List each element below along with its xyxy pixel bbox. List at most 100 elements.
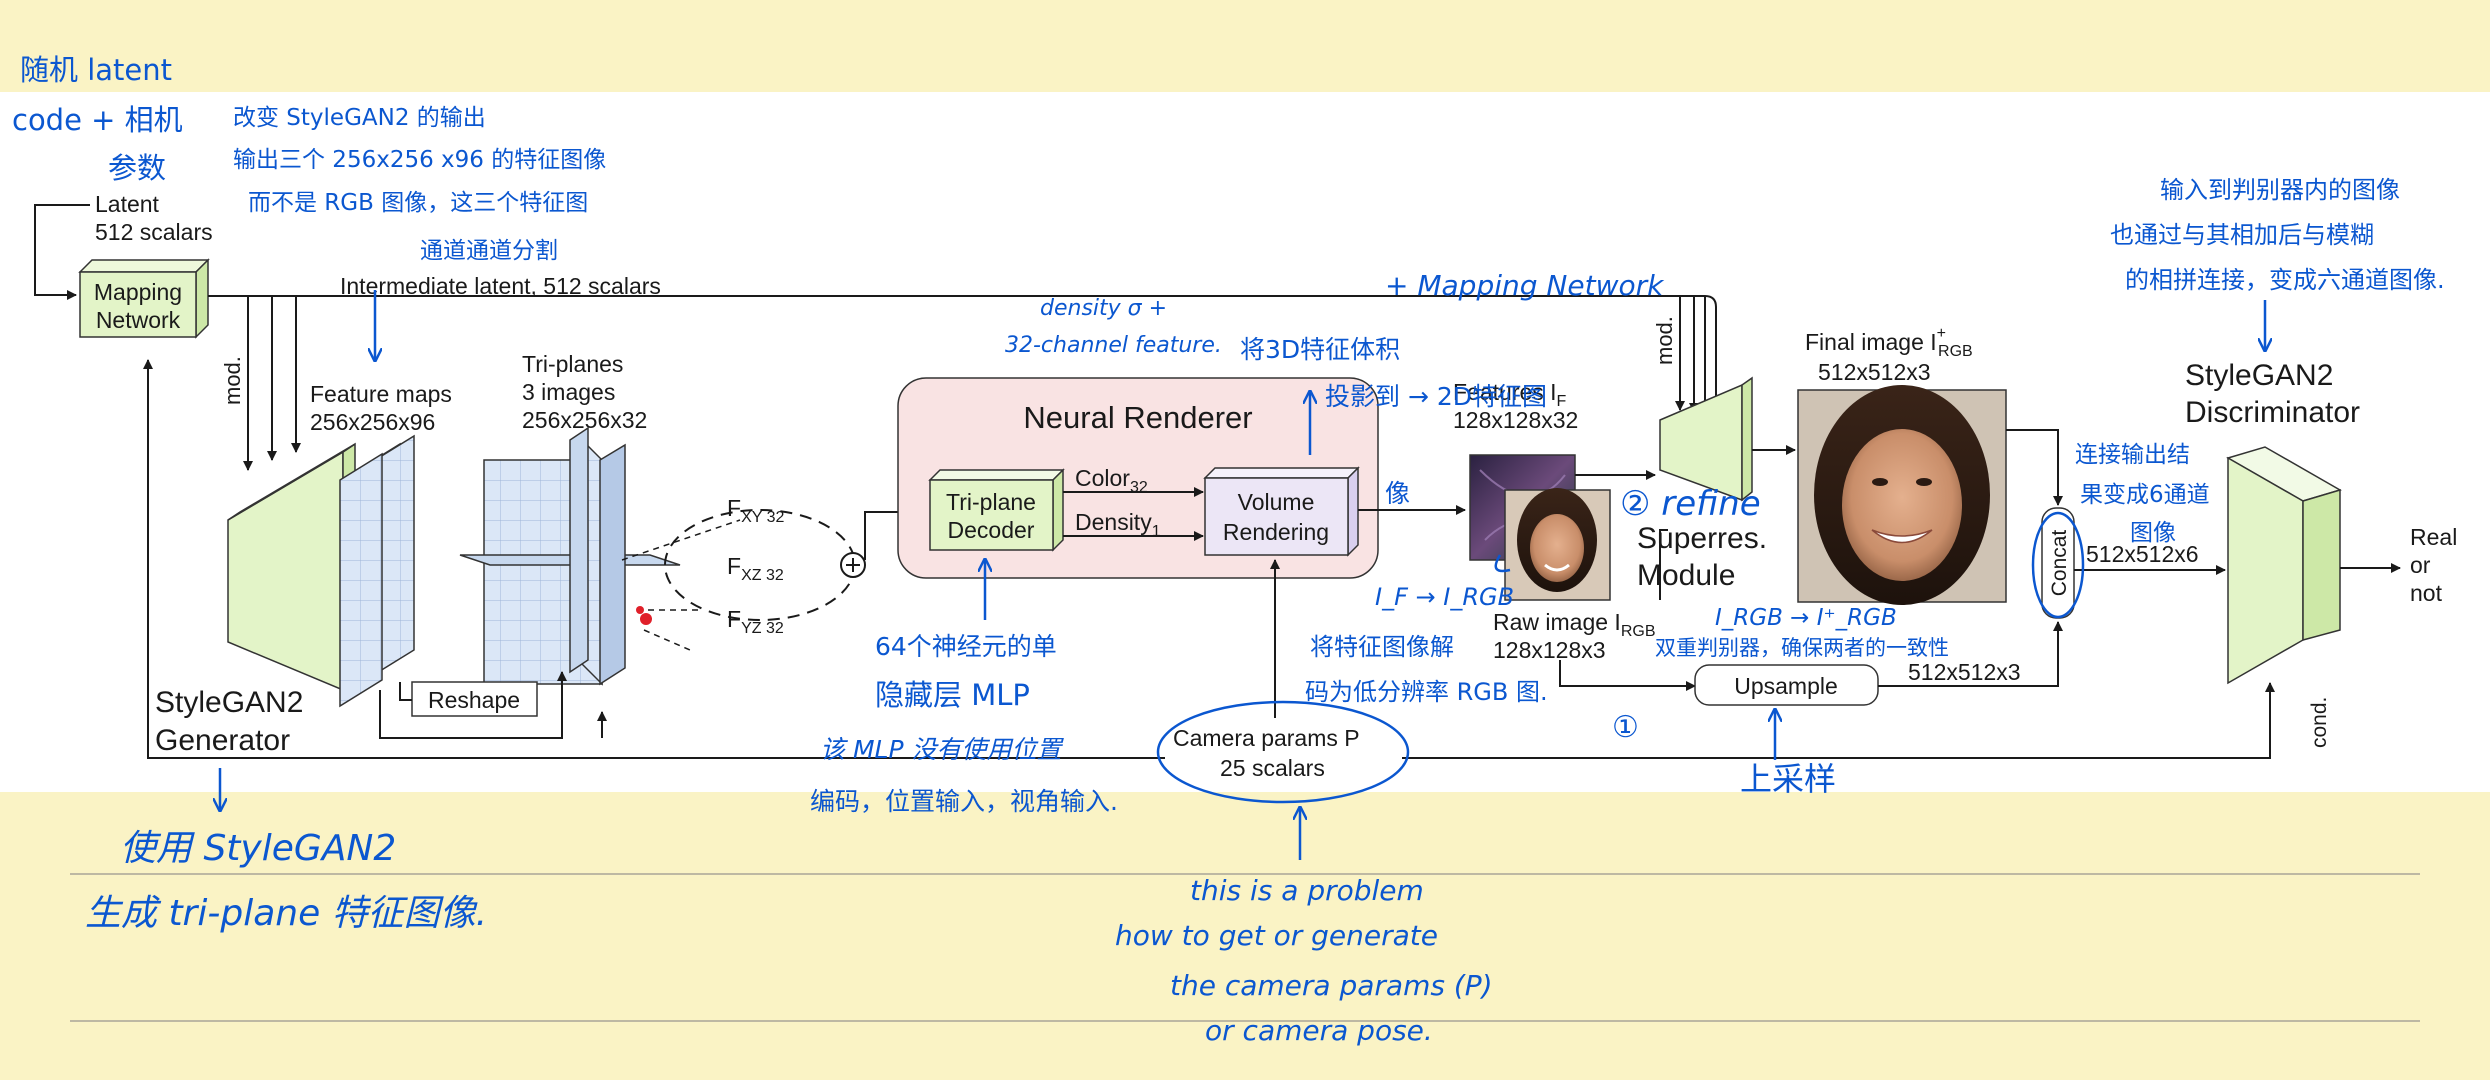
feature-maps: Feature maps 256x256x96 [310, 381, 452, 708]
concat-label: Concat [2048, 530, 2071, 597]
camera-size: 25 scalars [1220, 755, 1325, 781]
volume-rendering [1204, 477, 1349, 556]
note-concat-3: 图像 [2130, 520, 2176, 546]
ruled-line [70, 1020, 2420, 1022]
note-refine: ② refine [1620, 484, 1761, 524]
note-circle-one: ① [1612, 710, 1639, 745]
note-disc-3: 的相拼连接，变成六通道图像. [2125, 266, 2445, 294]
mod-label: mod. [220, 356, 245, 405]
note-mlp-3: 该 MLP 没有使用位置 [820, 735, 1064, 764]
note-latent-1: 随机 latent [20, 53, 172, 87]
decoder-label-2: Decoder [948, 517, 1035, 543]
reshape-box [411, 681, 538, 717]
note-tri-1: 使用 StyleGAN2 [120, 828, 396, 869]
superres-label-1: Superres. [1637, 522, 1767, 555]
note-sg2-3: 而不是 RGB 图像，这三个特征图 [248, 190, 588, 216]
features-and-raw-image: Features IF 128x128x32 Raw image IRGB 12… [1453, 379, 1696, 691]
note-problem-2: how to get or generate [1115, 919, 1438, 952]
upsample-label: Upsample [1734, 673, 1838, 699]
note-sg2-2: 输出三个 256x256 x96 的特征图像 [233, 147, 606, 173]
triplane-decoder [929, 479, 1054, 551]
raw-image-size: 128x128x3 [1493, 637, 1606, 663]
color-label: Color32 [1075, 465, 1148, 496]
note-decode-2: 码为低分辨率 RGB 图. [1305, 678, 1548, 706]
note-problem-4: or camera pose. [1205, 1014, 1433, 1047]
neural-renderer-label: Neural Renderer [1023, 400, 1252, 435]
note-sg2-1: 改变 StyleGAN2 的输出 [233, 105, 486, 131]
reshape: Reshape [379, 671, 607, 739]
feature-maps-label: Feature maps [310, 381, 452, 407]
superres-label-2: Module [1637, 559, 1735, 592]
note-disc-1: 输入到判别器内的图像 [2160, 176, 2400, 204]
mapping-network-label-2: Network [96, 307, 181, 333]
note-problem-1: this is a problem [1190, 874, 1424, 907]
camera-params: Camera params P 25 scalars [143, 359, 2275, 788]
note-camera-circle [1156, 700, 1410, 804]
stylegan2-generator: StyleGAN2 Generator [155, 442, 356, 757]
upsample-size: 512x512x3 [1908, 659, 2021, 685]
final-image-label: Final image I+RGB [1805, 325, 1973, 360]
intermediate-latent-line: Intermediate latent, 512 scalars mod. mo… [208, 273, 1721, 471]
note-density-2: 32-channel feature. [1005, 333, 1222, 358]
note-decode-1: 将特征图像解 [1310, 633, 1454, 661]
volume-label-1: Volume [1238, 489, 1315, 515]
raw-image-label: Raw image IRGB [1493, 609, 1656, 640]
output-label-2: or [2410, 552, 2431, 578]
output-label-1: Real [2410, 524, 2457, 550]
mod-label-superres: mod. [1652, 316, 1677, 365]
superres-module: Superres. Module [1637, 376, 1796, 592]
note-latent-2: code + 相机 [12, 103, 183, 137]
note-dual-1: I_RGB → I⁺_RGB [1715, 605, 1897, 631]
ruled-line [70, 873, 2420, 875]
note-concat-circle [2031, 511, 2085, 619]
fyz-label: FYZ 32 [727, 606, 784, 637]
output-label-3: not [2410, 580, 2443, 606]
reshape-label: Reshape [428, 687, 520, 713]
note-dual-2: 双重判别器，确保两者的一致性 [1655, 636, 1949, 660]
fxy-label: FXY 32 [727, 495, 784, 526]
note-mapping: + Mapping Network [1385, 269, 1665, 302]
note-proj-2: 像 [1385, 479, 1410, 508]
note-concat-2: 果变成6通道 [2080, 482, 2210, 508]
upsample: Upsample 512x512x3 [1694, 621, 2063, 706]
generator-label-1: StyleGAN2 [155, 686, 303, 719]
final-image-size: 512x512x3 [1818, 359, 1931, 385]
fxz-label: FXZ 32 [727, 553, 784, 584]
handwritten-annotations: 随机 latent code + 相机 参数 改变 StyleGAN2 的输出 … [12, 53, 2445, 1047]
note-if-irgb: I_F → I_RGB [1375, 583, 1514, 611]
note-mlp-2: 隐藏层 MLP [875, 678, 1030, 712]
note-sg2-4: 通道通道分割 [420, 238, 558, 264]
triplanes-count: 3 images [522, 379, 615, 405]
note-upsample: 上采样 [1740, 760, 1836, 798]
triplanes-label: Tri-planes [522, 351, 623, 377]
intermediate-latent-label: Intermediate latent, 512 scalars [340, 273, 661, 299]
camera-label: Camera params P [1173, 725, 1360, 751]
note-problem-3: the camera params (P) [1170, 969, 1493, 1002]
note-mlp-4: 编码，位置输入，视角输入. [810, 787, 1118, 816]
note-density-1: density σ + [1040, 296, 1167, 321]
latent-label: Latent [95, 191, 160, 217]
note-disc-2: 也通过与其相加后与模糊 [2110, 221, 2374, 249]
triplanes-size: 256x256x32 [522, 407, 647, 433]
note-tri-2: 生成 tri-plane 特征图像. [85, 893, 487, 934]
decoder-label-1: Tri-plane [946, 489, 1036, 515]
tri-planes: Tri-planes 3 images 256x256x32 [459, 351, 741, 686]
concat: Concat 512x512x6 [2041, 507, 2226, 619]
latent-input: Latent 512 scalars [34, 191, 213, 300]
note-proj-1: 投影到 → 2D特征图 [1325, 382, 1547, 411]
stylegan2-discriminator: StyleGAN2 Discriminator Real or not cond… [2185, 359, 2457, 748]
mapping-network-label-1: Mapping [94, 279, 182, 305]
discriminator-label-2: Discriminator [2185, 396, 2360, 429]
neural-renderer: Neural Renderer Tri-plane Decoder Color3… [897, 377, 1466, 579]
mapping-network: Mapping Network [78, 258, 210, 339]
features-size: 128x128x32 [1453, 407, 1578, 433]
final-image: Final image I+RGB 512x512x3 [1797, 325, 2063, 605]
generator-label-2: Generator [155, 724, 290, 757]
discriminator-label-1: StyleGAN2 [2185, 359, 2333, 392]
note-volume-1: 将3D特征体积 [1240, 335, 1400, 364]
concat-size: 512x512x6 [2086, 541, 2199, 567]
plane-features: FXY 32 FXZ 32 FYZ 32 [664, 495, 929, 637]
latent-size-label: 512 scalars [95, 219, 213, 245]
cond-label: cond. [2308, 697, 2331, 748]
